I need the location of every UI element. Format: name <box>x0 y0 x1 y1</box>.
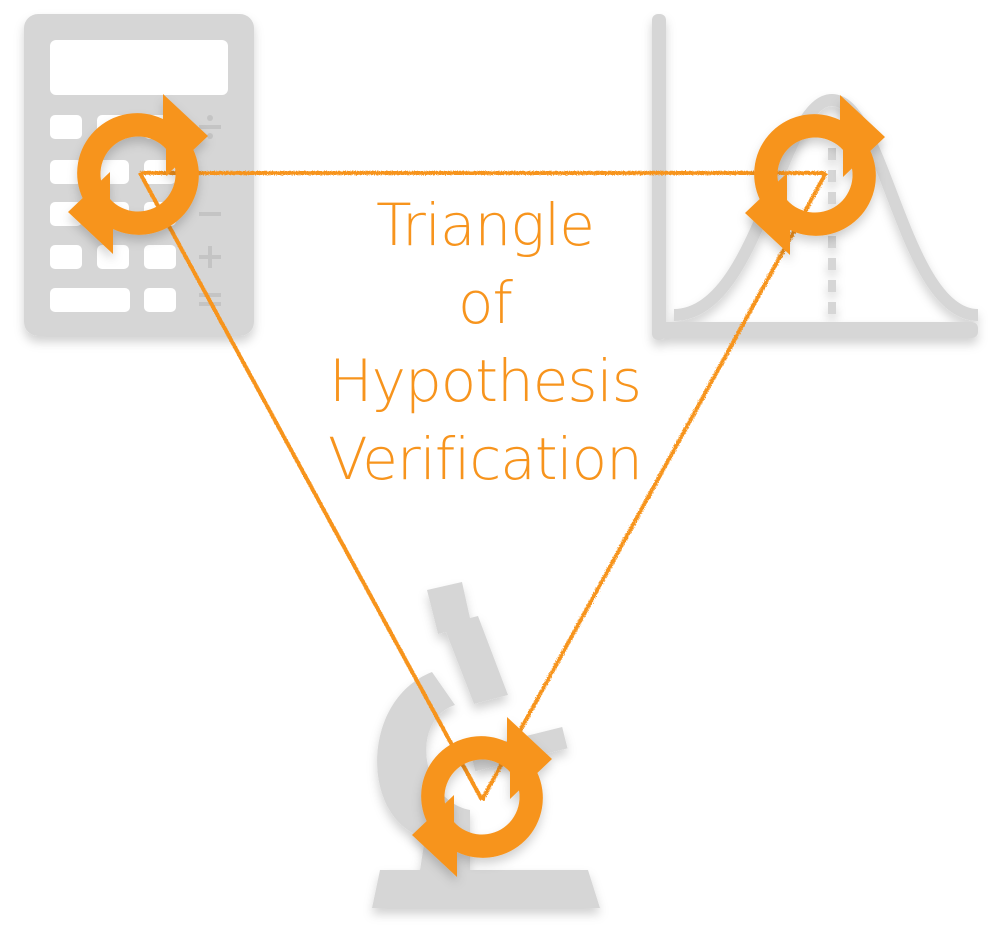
title-line-2: of <box>458 269 513 337</box>
title-line-1: Triangle <box>376 191 595 259</box>
title-line-4: Verification <box>328 425 643 493</box>
edge-microscope-calculator <box>138 172 484 801</box>
edge-distribution-microscope <box>480 172 828 801</box>
title-line-3: Hypothesis <box>329 347 642 415</box>
bell-curve-chart-icon <box>652 14 979 340</box>
triangle-edges <box>138 171 828 801</box>
diagram-title: Triangle of Hypothesis Verification <box>250 186 720 498</box>
